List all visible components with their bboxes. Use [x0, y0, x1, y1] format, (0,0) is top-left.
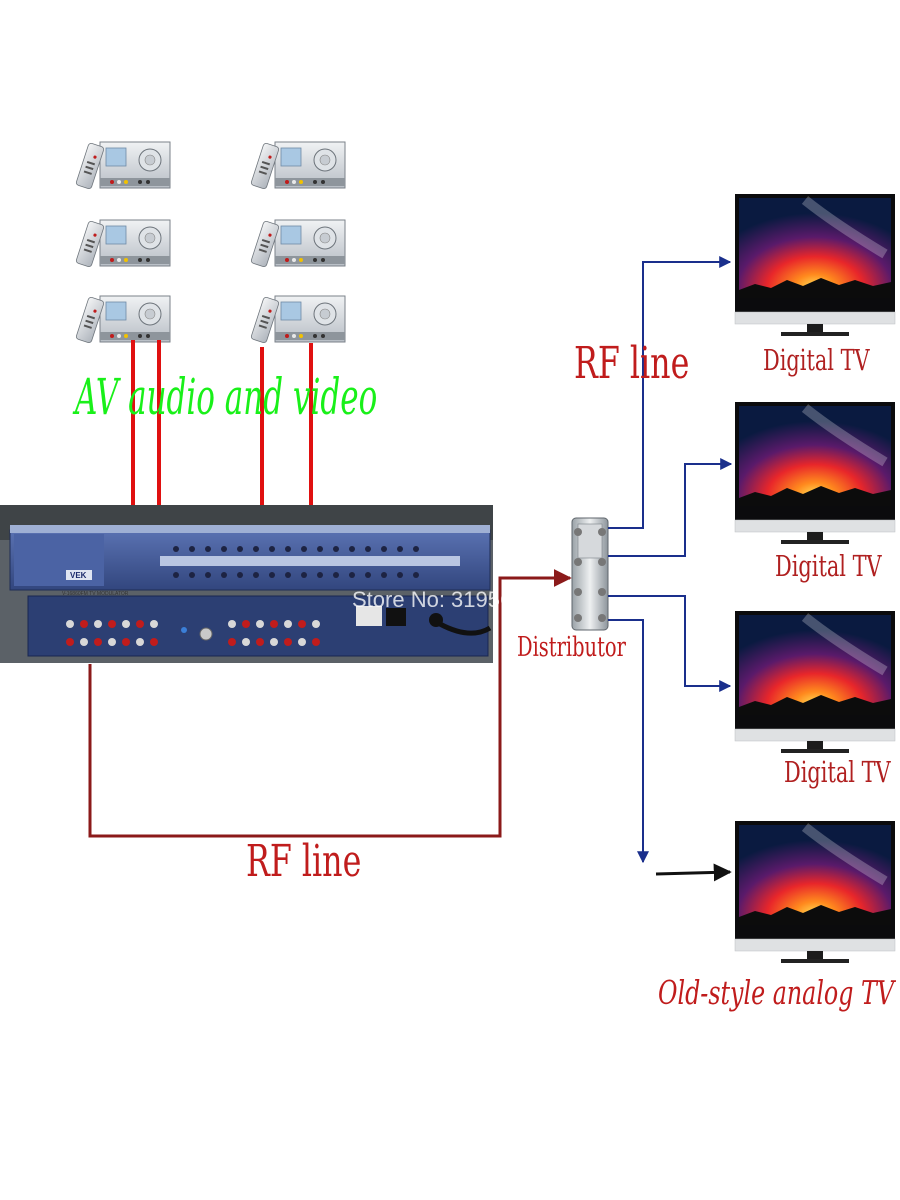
tv-4-label: Old-style analog TV — [658, 973, 895, 1012]
receiver-1-1 — [75, 141, 171, 190]
modulator-brand-label: VEK — [70, 571, 87, 580]
digital-tv-1 — [735, 194, 895, 336]
rf-line-label-bottom: RF line — [246, 836, 362, 887]
distributor-device — [571, 517, 609, 631]
analog-tv — [735, 821, 895, 963]
digital-tv-3 — [735, 611, 895, 753]
modulator-rca-ports — [66, 620, 320, 646]
rf-line-label-top: RF line — [574, 338, 690, 389]
av-audio-video-label: AV audio and video — [75, 368, 378, 426]
feed-line-tv-2 — [608, 458, 733, 557]
tv-3-label: Digital TV — [784, 755, 891, 789]
store-watermark: Store No: 319560 — [352, 587, 525, 612]
modulator-model-label: V-16860FM TV MODULATOR — [62, 591, 129, 597]
digital-tv-2 — [735, 402, 895, 544]
receiver-1-3 — [75, 295, 171, 344]
receiver-2-1 — [250, 141, 346, 190]
receiver-1-2 — [75, 219, 171, 268]
receiver-2-3 — [250, 295, 346, 344]
av-cables — [131, 340, 313, 508]
feed-line-tv-1 — [608, 256, 732, 529]
receiver-2-2 — [250, 219, 346, 268]
modulator-device — [0, 505, 493, 663]
modulator-front-ports — [173, 546, 419, 578]
tv-feed-lines — [608, 256, 733, 864]
rf-line-modulator-to-distributor — [88, 569, 572, 838]
feed-line-tv-3 — [608, 595, 732, 692]
tv-2-label: Digital TV — [775, 549, 882, 583]
feed-line-tv-4 — [608, 619, 649, 864]
arrow-to-analog-tv — [655, 863, 732, 882]
tv-1-label: Digital TV — [763, 343, 870, 377]
distributor-label: Distributor — [517, 632, 626, 663]
